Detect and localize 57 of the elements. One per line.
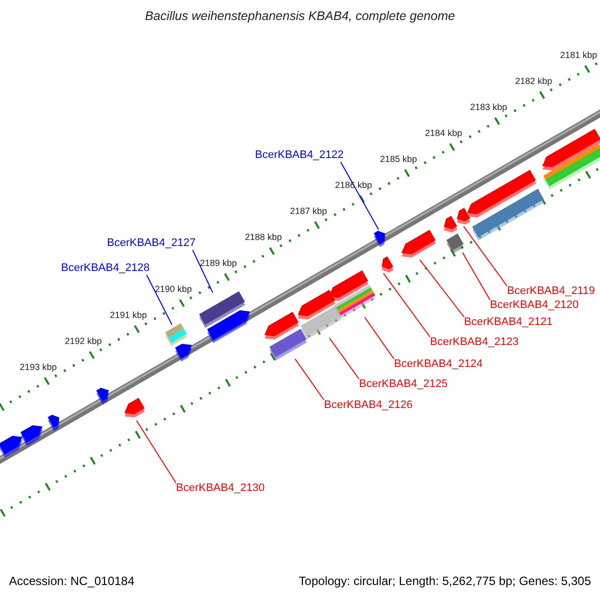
gene-feature [165, 323, 187, 346]
leader-line [340, 162, 380, 230]
gene-label: BcerKBAB4_2125 [359, 378, 448, 391]
gene-feature [382, 256, 394, 273]
leader-line [462, 252, 490, 300]
leader-line [463, 226, 508, 286]
gene-feature [446, 234, 464, 254]
accession-text: Accession: NC_010184 [9, 574, 134, 588]
gene-label: BcerKBAB4_2128 [61, 262, 150, 275]
scale-label: 2187 kbp [290, 206, 327, 218]
gene-label: BcerKBAB4_2121 [464, 316, 553, 329]
gene-feature [334, 284, 376, 319]
leader-line [383, 272, 430, 338]
scale-label: 2185 kbp [380, 154, 418, 166]
gene-feature [20, 425, 43, 446]
scale-label: 2192 kbp [64, 336, 102, 348]
genome-summary-text: Topology: circular; Length: 5,262,775 bp; Genes: 5,305 [298, 574, 591, 588]
gene-feature [543, 144, 600, 190]
gene-label: BcerKBAB4_2119 [507, 285, 595, 298]
gene-label: BcerKBAB4_2126 [324, 399, 413, 412]
gene-feature [0, 436, 23, 458]
gene-label: BcerKBAB4_2130 [176, 482, 265, 495]
scale-label: 2193 kbp [20, 362, 57, 374]
scale-label: 2191 kbp [110, 310, 147, 322]
gene-feature [374, 230, 386, 248]
gene-label: BcerKBAB4_2122 [255, 149, 344, 162]
leader-line [192, 250, 214, 294]
scale-label: 2186 kbp [334, 180, 372, 192]
gene-label: BcerKBAB4_2127 [107, 237, 196, 250]
scale-label: 2183 kbp [470, 102, 508, 114]
gene-label: BcerKBAB4_2124 [394, 358, 483, 371]
leader-line [146, 274, 172, 326]
scale-label: 2181 kbp [560, 50, 598, 62]
gene-feature [269, 328, 307, 361]
gene-label: BcerKBAB4_2120 [490, 299, 579, 312]
gene-feature [124, 398, 145, 418]
gene-feature [207, 310, 250, 344]
gene-feature [456, 208, 470, 225]
gene-feature [472, 188, 544, 241]
scale-label: 2182 kbp [515, 76, 552, 88]
gene-feature [401, 230, 436, 258]
gene-feature [300, 306, 342, 340]
genome-title: Bacillus weihenstephanensis KBAB4, complete genome [144, 9, 456, 23]
scale-label: 2188 kbp [244, 232, 282, 244]
scale-label: 2190 kbp [154, 284, 192, 296]
leader-line [329, 338, 360, 380]
leader-line [294, 358, 324, 400]
gene-feature [444, 216, 458, 233]
gene-feature [48, 414, 60, 432]
scale-label: 2189 kbp [200, 258, 237, 270]
gene-feature [96, 388, 109, 404]
leader-line [136, 420, 176, 484]
scale-label: 2184 kbp [425, 128, 462, 140]
leader-line [419, 259, 464, 318]
leader-line [364, 316, 394, 360]
gene-feature [175, 344, 192, 362]
gene-label: BcerKBAB4_2123 [430, 336, 519, 349]
